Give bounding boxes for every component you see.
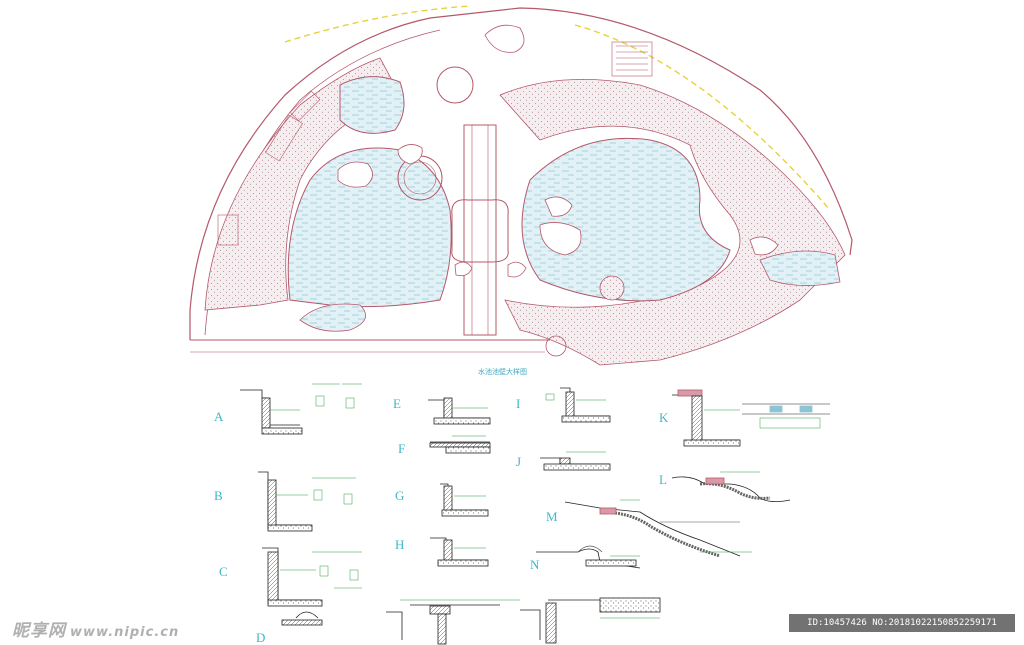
section-label-e: E (393, 396, 401, 411)
section-detail-g (440, 483, 489, 517)
bridge-platform (451, 199, 509, 263)
section-detail-l (671, 471, 791, 502)
watermark-id: ID:10457426 NO:20181022150852259171 (789, 614, 1015, 632)
section-detail-f (429, 435, 491, 454)
section-label-h: H (395, 537, 404, 552)
section-label-a: A (214, 409, 224, 424)
central-bridge (463, 124, 497, 336)
section-label-l: L (659, 472, 667, 487)
section-detail-m (564, 499, 741, 558)
section-label-i: I (516, 396, 520, 411)
watermark-brand-text: 昵享网 (12, 621, 66, 641)
section-detail-j (540, 451, 611, 471)
plan-title: 水池池壁大样图 (478, 367, 527, 376)
section-detail-bottom-right (520, 597, 661, 644)
section-detail-n (536, 545, 752, 569)
section-label-j: J (516, 454, 521, 469)
section-label-d: D (256, 630, 265, 645)
section-detail-c (262, 547, 362, 607)
section-label-n: N (530, 557, 540, 572)
perimeter-lighting-line (284, 5, 831, 211)
section-detail-a (240, 383, 362, 435)
tree-circle (545, 335, 567, 357)
stairs-west (217, 90, 321, 246)
section-detail-b (258, 471, 356, 532)
section-label-f: F (398, 441, 405, 456)
pond-south-east (759, 250, 841, 286)
section-label-b: B (214, 488, 223, 503)
paved-area-west (204, 57, 401, 311)
stairs-north-east (611, 41, 653, 77)
section-label-c: C (219, 564, 228, 579)
site-plan: 水池池壁大样图 (189, 5, 853, 376)
watermark-brand: 昵享网 www.nipic.cn (12, 616, 179, 641)
rockery-group (337, 24, 779, 278)
section-detail-i (545, 387, 611, 423)
fan-outer-boundary (189, 7, 853, 340)
section-labels: A B C D E F G H I J K L M N (214, 396, 669, 645)
section-detail-k (672, 389, 830, 447)
round-plaza-north (436, 66, 474, 104)
pond-south-west (299, 303, 367, 332)
watermark-site: www.nipic.cn (70, 625, 180, 640)
section-label-m: M (546, 509, 558, 524)
section-label-g: G (395, 488, 404, 503)
paved-area-east (499, 78, 846, 366)
pond-north (339, 76, 405, 134)
section-detail-h (430, 537, 489, 567)
section-detail-e (428, 397, 491, 425)
pond-east (521, 137, 731, 302)
pond-west (287, 147, 452, 308)
section-detail-d (281, 599, 520, 645)
section-label-k: K (659, 410, 669, 425)
